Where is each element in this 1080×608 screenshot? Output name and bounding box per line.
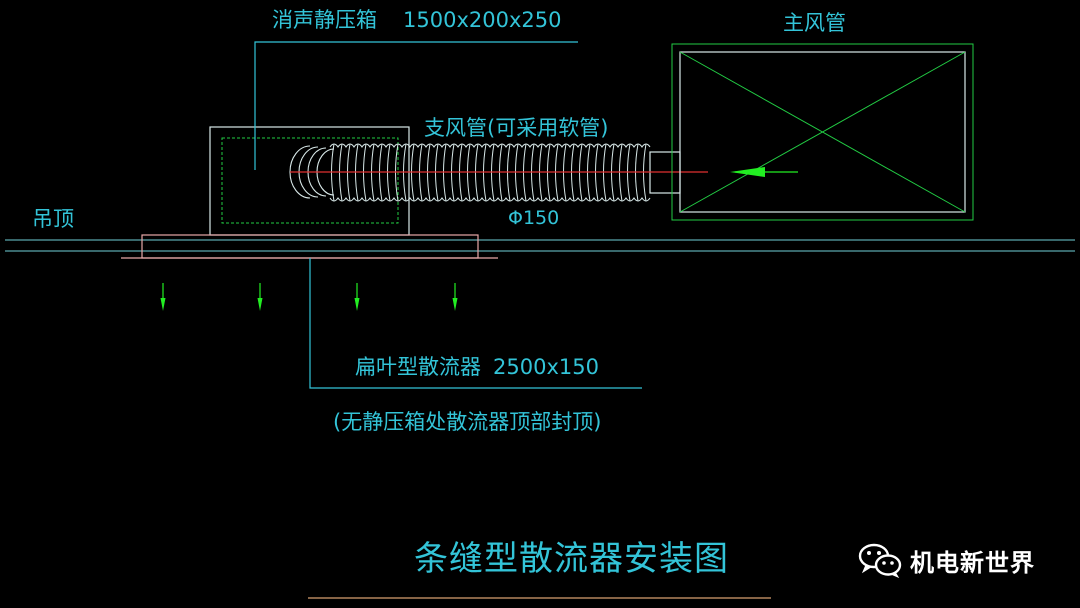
- diffuser-size: 2500x150: [493, 355, 599, 379]
- watermark-text: 机电新世界: [910, 548, 1035, 577]
- supply-air-arrows: [160, 283, 458, 311]
- main-duct-label: 主风管: [783, 11, 846, 35]
- main-duct-section: [671, 43, 974, 221]
- watermark: 机电新世界: [858, 540, 1035, 580]
- wechat-icon: [858, 543, 902, 578]
- drawing-title: 条缝型散流器安装图: [414, 539, 729, 579]
- plenum-box-size: 1500x200x250: [403, 8, 561, 32]
- branch-duct-label: 支风管(可采用软管): [424, 116, 608, 140]
- diffuser-label: 扁叶型散流器: [355, 355, 481, 379]
- slot-diffuser: [121, 234, 498, 259]
- leader-lines: [254, 41, 642, 389]
- airflow-arrow-icon: [730, 167, 798, 177]
- branch-diameter-label: Φ150: [508, 207, 559, 229]
- ceiling-label: 吊顶: [32, 207, 74, 231]
- down-arrow-icon: [452, 283, 458, 311]
- down-arrow-icon: [354, 283, 360, 311]
- down-arrow-icon: [257, 283, 263, 311]
- ceiling-lines: [5, 239, 1075, 252]
- down-arrow-icon: [160, 283, 166, 311]
- note-label: (无静压箱处散流器顶部封顶): [333, 410, 601, 434]
- plenum-box-label: 消声静压箱: [272, 8, 377, 32]
